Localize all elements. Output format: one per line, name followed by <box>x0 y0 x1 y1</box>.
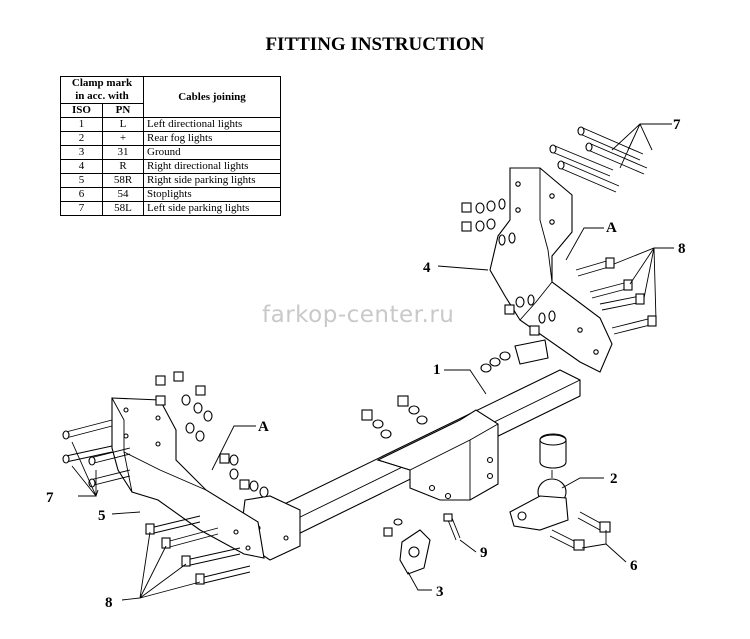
callout-8-right: 8 <box>678 241 686 257</box>
left-bottom-bolts <box>145 515 251 585</box>
page-title: FITTING INSTRUCTION <box>265 34 485 55</box>
left-bracket <box>111 397 265 559</box>
ball-mount-housing <box>376 409 499 501</box>
left-top-bolts <box>62 419 131 488</box>
right-bracket <box>489 167 613 373</box>
callout-2: 2 <box>610 471 618 487</box>
callout-1: 1 <box>433 362 441 378</box>
socket-plate <box>383 518 431 575</box>
callout-4: 4 <box>423 260 431 276</box>
callout-a-left: A <box>258 419 269 435</box>
callout-3: 3 <box>436 584 444 600</box>
right-top-bolts <box>549 126 648 193</box>
small-bolt <box>443 513 461 541</box>
callout-8-left: 8 <box>105 595 113 611</box>
callout-9: 9 <box>480 545 488 561</box>
tow-ball-bolts <box>549 511 611 551</box>
watermark-text: farkop-center.ru <box>262 302 455 328</box>
callout-6: 6 <box>630 558 638 574</box>
leader-lines <box>71 123 674 601</box>
callout-a-right: A <box>606 220 617 236</box>
header-clamp-mark: Clamp mark in acc. with <box>60 76 144 104</box>
right-bracket-nuts <box>461 198 556 336</box>
wiring-table: Clamp mark in acc. with Cables joining I… <box>60 76 281 216</box>
tow-ball <box>509 433 569 531</box>
table-row: 2+Rear fog lights <box>60 131 281 146</box>
header-pn: PN <box>102 103 144 118</box>
right-side-bolts <box>575 257 657 335</box>
left-bracket-nuts <box>155 371 269 498</box>
callout-7-left: 7 <box>46 490 54 506</box>
callout-5: 5 <box>98 508 106 524</box>
callout-7-right: 7 <box>673 117 681 133</box>
housing-top-nuts <box>361 351 511 439</box>
